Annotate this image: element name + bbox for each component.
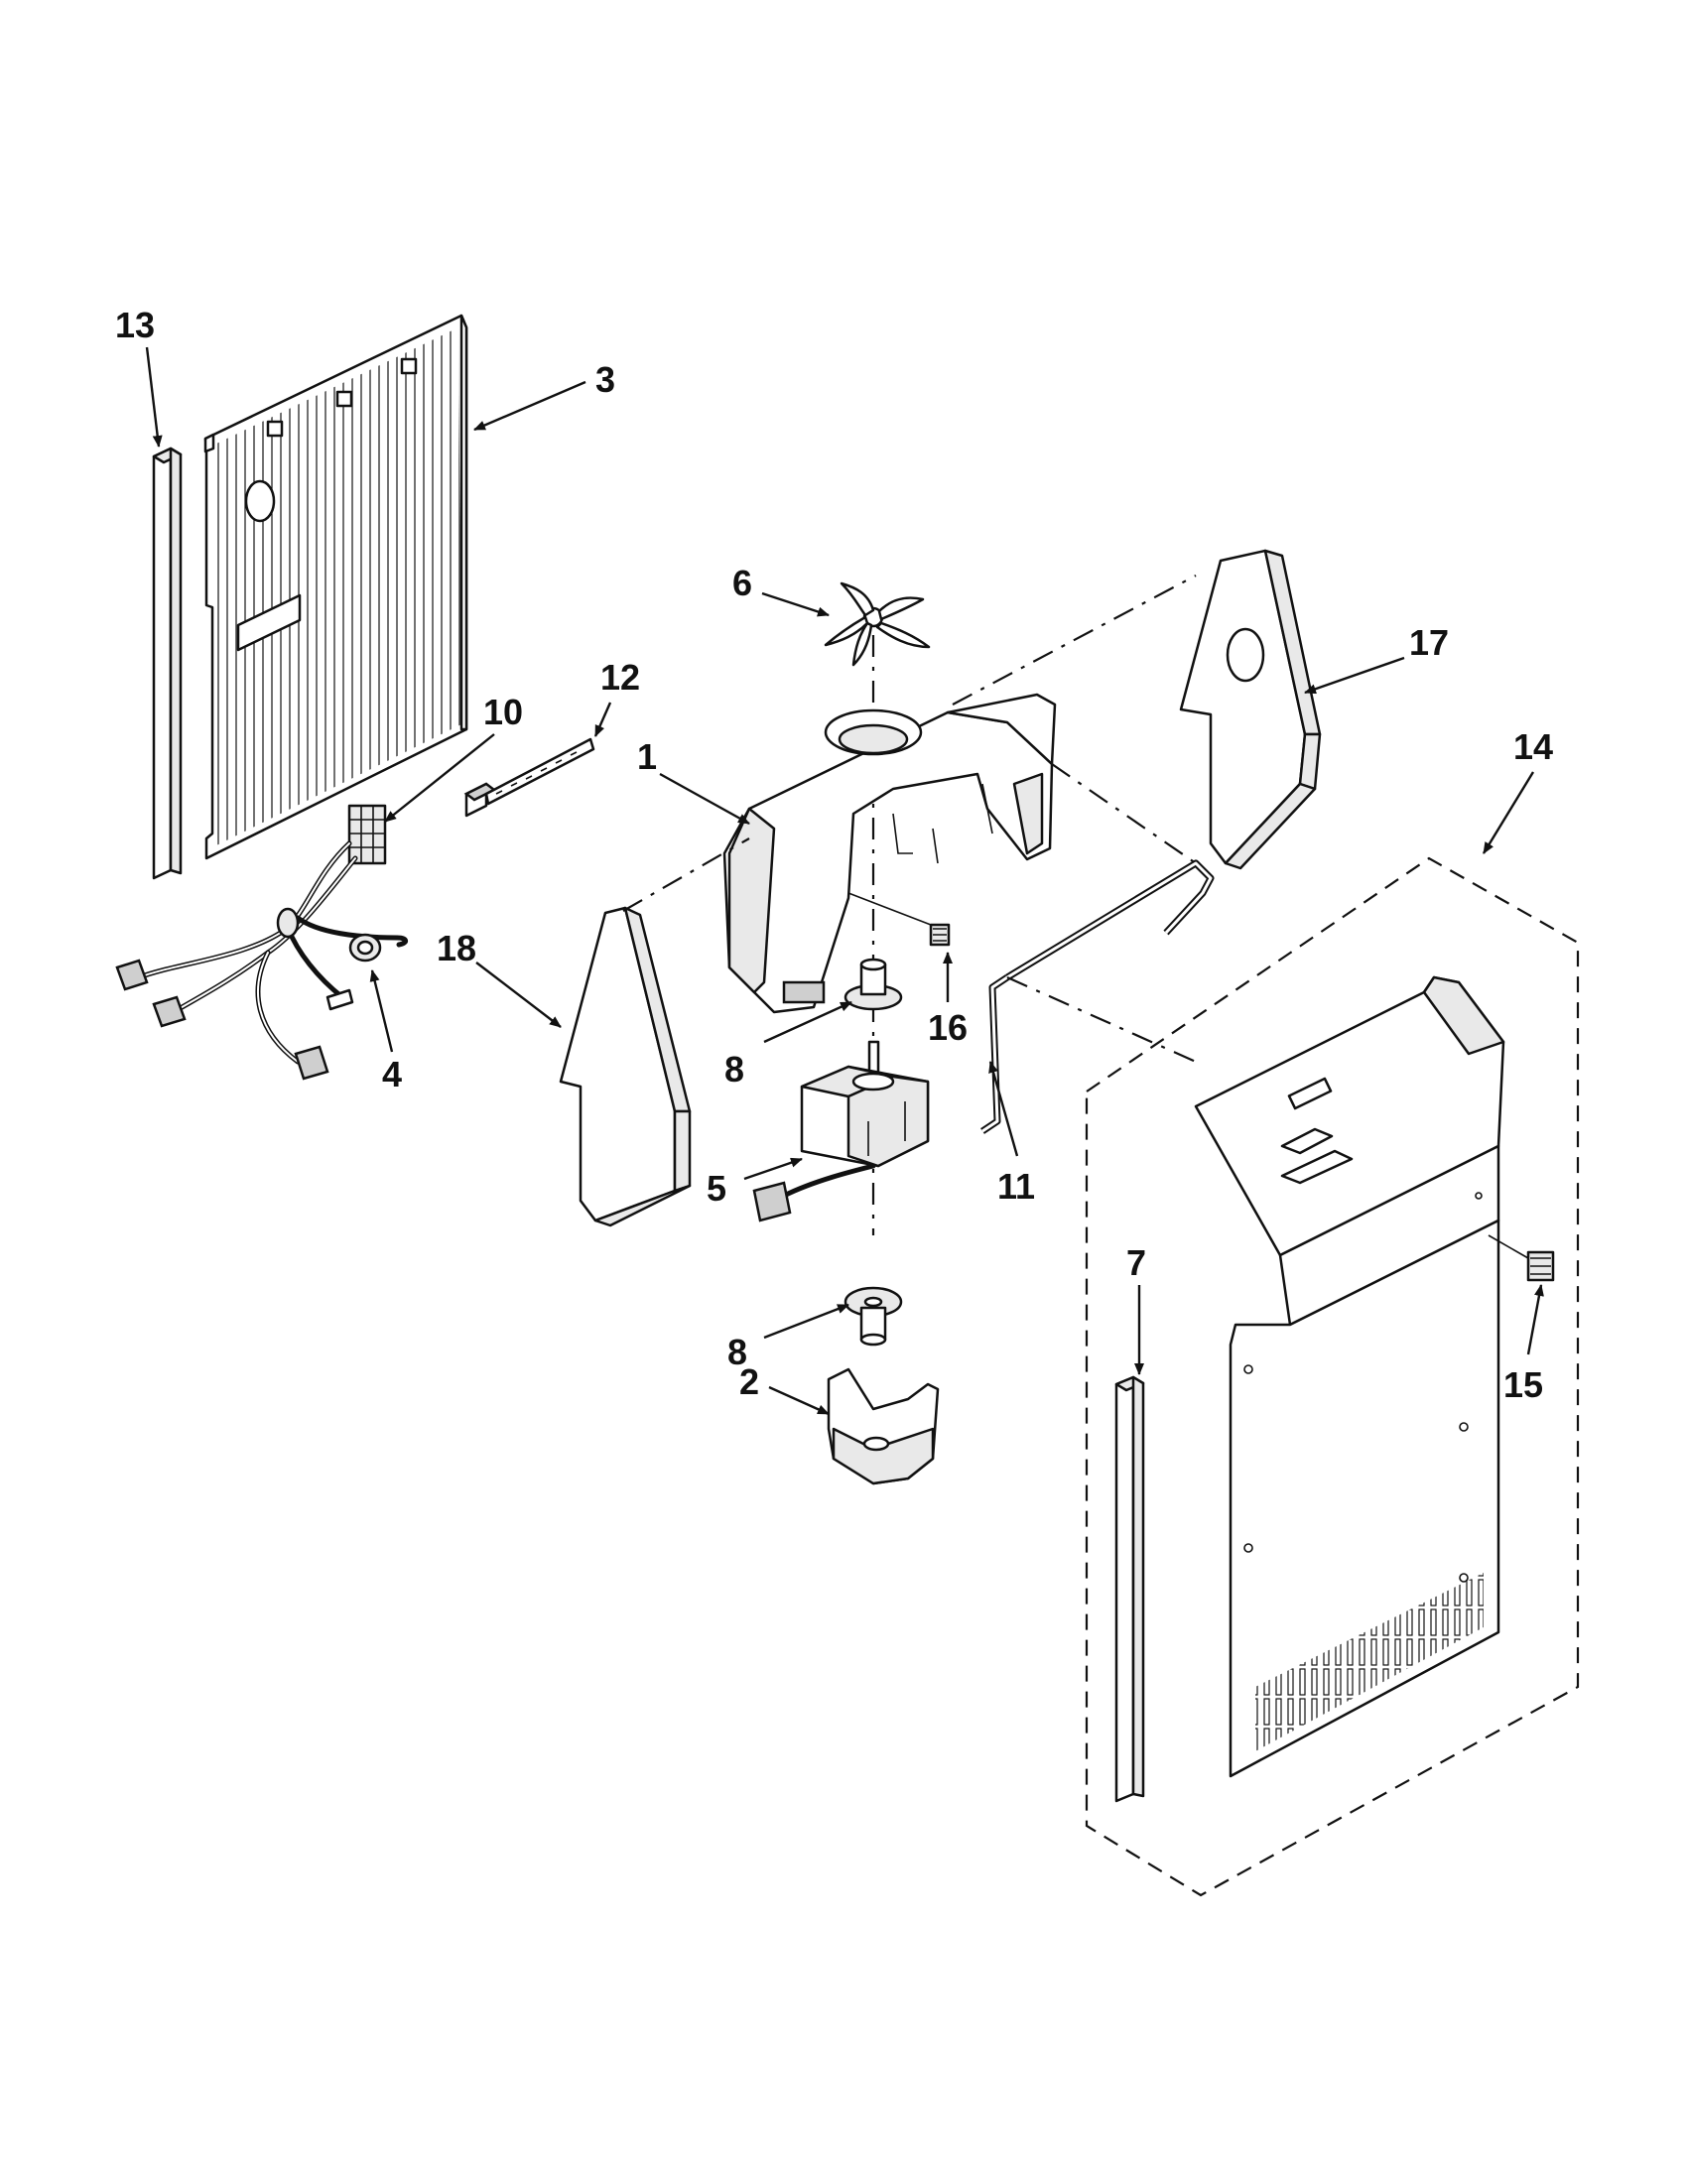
callout-6: 6	[732, 563, 752, 603]
part-8-upper-motor-mount	[844, 958, 903, 1011]
part-18-insulation	[559, 906, 692, 1227]
callout-11: 11	[997, 1166, 1035, 1207]
callout-13: 13	[115, 305, 155, 345]
callout-14: 14	[1513, 726, 1553, 767]
part-15-screw	[1488, 1234, 1555, 1282]
callout-2: 2	[739, 1361, 759, 1402]
part-6-fan-blade	[824, 581, 931, 667]
callout-16: 16	[928, 1007, 968, 1048]
callout-1: 1	[637, 736, 657, 777]
callout-17: 17	[1409, 622, 1449, 663]
part-7-foam-strip	[1114, 1375, 1145, 1803]
callout-3: 3	[595, 359, 615, 400]
dashed-assembly-lines	[622, 575, 1197, 1064]
part-2-motor-bracket	[827, 1367, 940, 1485]
callout-5: 5	[707, 1168, 726, 1209]
part-3-rear-panel	[203, 314, 468, 860]
part-16-screw	[847, 892, 951, 947]
part-1-fan-housing	[722, 693, 1057, 1014]
part-10-wire-harness	[115, 804, 408, 1081]
callout-18: 18	[437, 928, 476, 968]
callout-8-upper: 8	[724, 1049, 744, 1090]
part-17-insulation	[1179, 549, 1322, 870]
part-8-lower-motor-mount	[844, 1286, 903, 1347]
part-12-cable-tie	[463, 737, 595, 818]
part-11-wire-bracket	[980, 859, 1215, 1134]
callout-numbers: 13 3 6 17 12 10 1 14 18 4 16 8 11 5 7 15…	[115, 305, 1553, 1405]
callout-leaders	[145, 346, 1544, 1416]
callout-10: 10	[483, 692, 523, 732]
part-5-fan-motor	[752, 1040, 930, 1222]
callout-8-lower: 8	[727, 1332, 747, 1372]
callout-15: 15	[1503, 1364, 1543, 1405]
callout-4: 4	[382, 1054, 402, 1094]
callout-12: 12	[600, 657, 640, 698]
part-4-grommet	[348, 933, 382, 963]
part-13-foam-strip	[152, 447, 183, 880]
callout-7: 7	[1126, 1242, 1146, 1283]
part-14-evaporator-cover-assembly	[1085, 856, 1580, 1897]
